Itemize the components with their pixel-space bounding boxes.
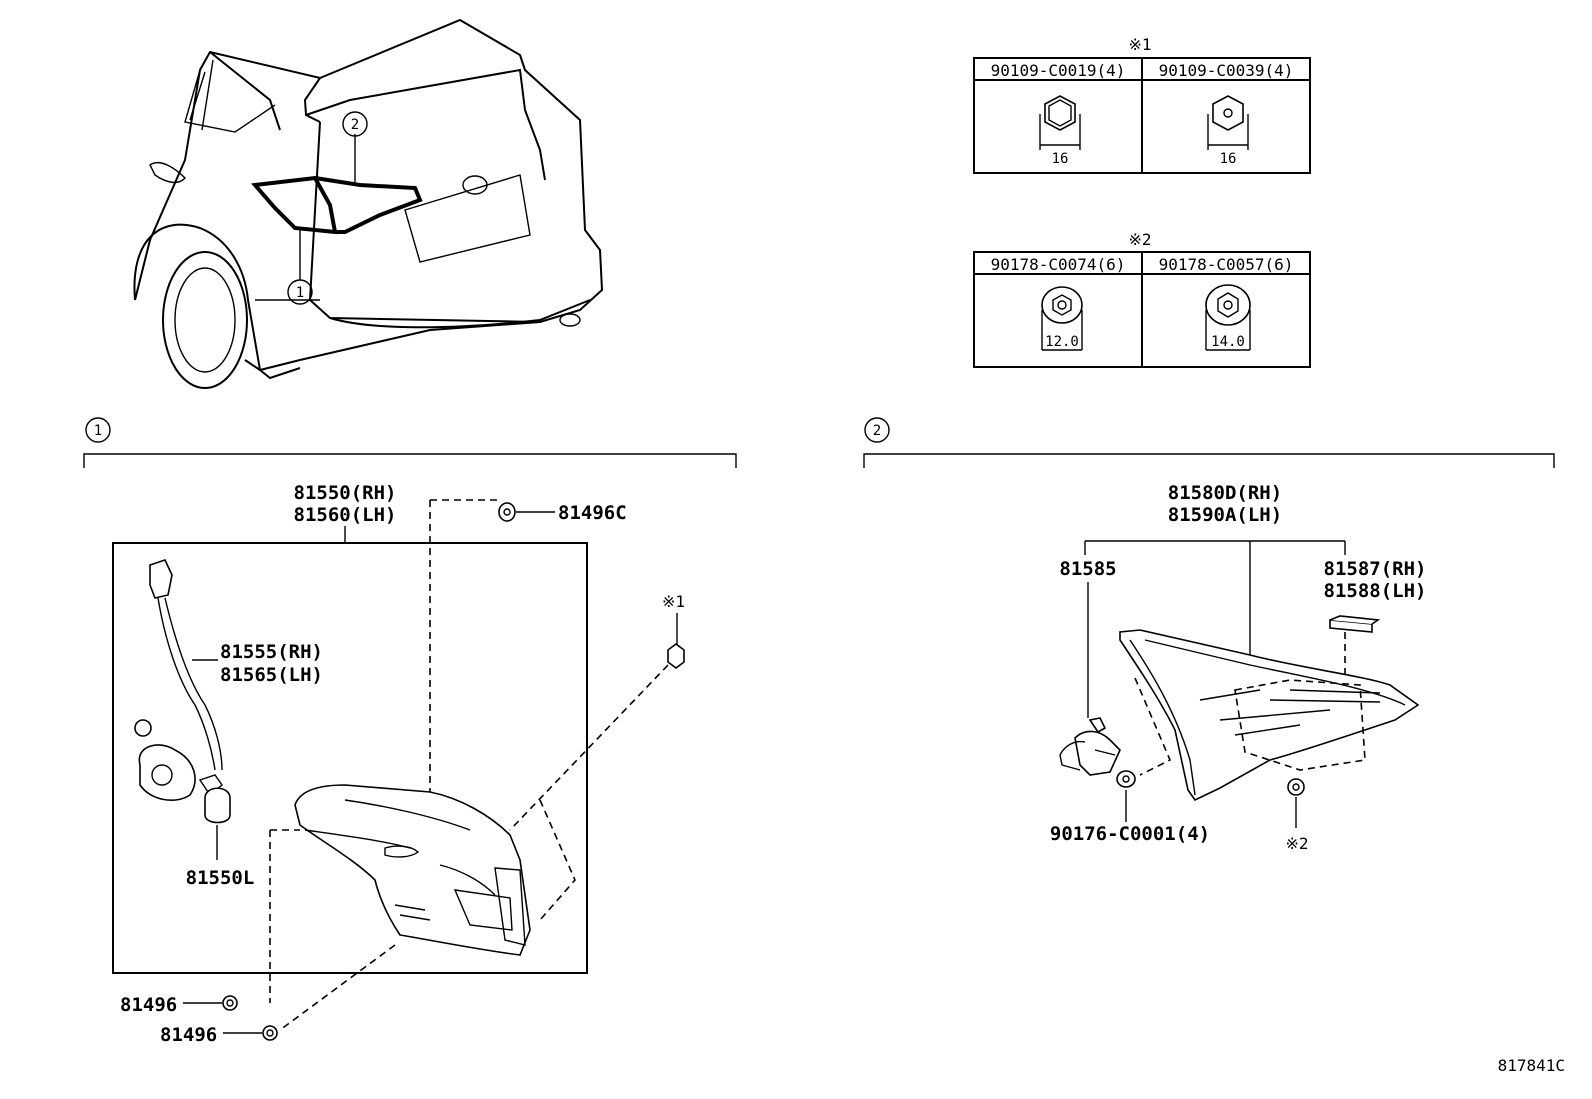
part-label-81587-rh: 81587(RH) [1324,558,1427,580]
part-label-81496-b: 81496 [160,1024,217,1046]
legend-2-part-b: 90178-C0057(6) [1159,255,1294,274]
tail-lamp-outline-1 [251,175,338,235]
legend-1-part-b: 90109-C0039(4) [1159,61,1294,80]
legend-1-dim-a: 16 [1052,151,1069,167]
part-label-81590a-lh: 81590A(LH) [1168,504,1282,526]
part-label-81496c: 81496C [558,502,627,524]
section-1-marker: ※1 [662,592,685,611]
part-label-90176-c0001: 90176-C0001(4) [1050,823,1210,845]
vehicle-rear-illustration: 1 2 [133,18,604,389]
section-1-callout: 1 [94,423,102,439]
part-label-81580d-rh: 81580D(RH) [1168,482,1282,504]
part-label-81550-rh: 81550(RH) [294,482,397,504]
legend-table-2: ※2 90178-C0074(6) 90178-C0057(6) 12.0 14… [973,230,1311,368]
section-2-exploded-view: 2 81580D(RH) 81590A(LH) 81585 81587(RH) … [863,417,1555,853]
section-2-callout: 2 [873,423,881,439]
part-label-81585: 81585 [1059,558,1116,580]
section-1-exploded-view: 1 81550(RH) 81560(LH) 81496C 81555(RH) 8… [83,417,737,1046]
legend-2-dim-a: 12.0 [1045,334,1079,350]
legend-table-1: ※1 90109-C0019(4) 90109-C0039(4) 16 16 [973,35,1311,174]
tail-lamp-outline-2 [314,176,423,234]
part-label-81550l: 81550L [186,867,255,889]
callout-2-label: 2 [351,117,359,133]
part-label-81565-lh: 81565(LH) [220,664,323,686]
legend-2-dim-b: 14.0 [1211,334,1245,350]
legend-2-part-a: 90178-C0074(6) [991,255,1126,274]
part-label-81560-lh: 81560(LH) [294,504,397,526]
part-label-81555-rh: 81555(RH) [220,641,323,663]
diagram-code: 817841C [1498,1056,1565,1075]
part-label-81496-a: 81496 [120,994,177,1016]
legend-1-dim-b: 16 [1220,151,1237,167]
legend-1-part-a: 90109-C0019(4) [991,61,1126,80]
part-label-81588-lh: 81588(LH) [1324,580,1427,602]
legend-1-marker: ※1 [1128,35,1151,54]
legend-2-marker: ※2 [1128,230,1151,249]
callout-1-label: 1 [296,285,304,301]
section-2-marker: ※2 [1285,834,1308,853]
